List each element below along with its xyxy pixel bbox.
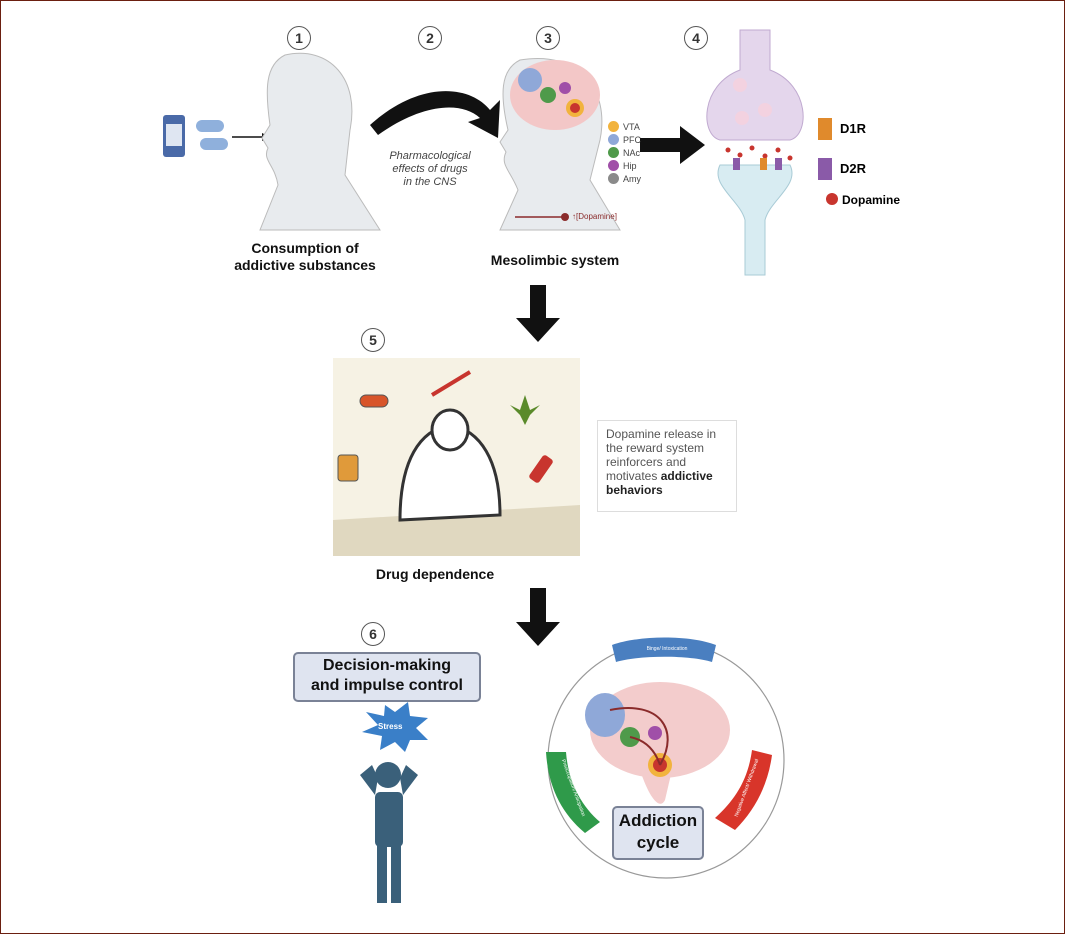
step-6-badge: 6 xyxy=(361,622,385,646)
stress-burst-icon xyxy=(362,702,428,752)
caption-line: Consumption of xyxy=(251,240,359,256)
stage-binge[interactable] xyxy=(612,637,716,663)
legend-label: VTA xyxy=(623,121,640,132)
amy-dot-icon xyxy=(608,173,619,184)
consumption-caption: Consumption of addictive substances xyxy=(220,240,390,274)
arrow-down-2 xyxy=(516,588,560,646)
step-4-badge: 4 xyxy=(684,26,708,50)
pharmacological-label: Pharmacological effects of drugs in the … xyxy=(375,150,485,189)
step-5-badge: 5 xyxy=(361,328,385,352)
legend-vta: VTA xyxy=(608,120,640,133)
nac-dot-icon xyxy=(608,147,619,158)
label-line: in the CNS xyxy=(403,176,457,188)
legend-amy: Amy xyxy=(608,172,641,185)
stage-binge-label: Binge/ Intoxication xyxy=(646,646,688,652)
pill-bottle-icon xyxy=(163,115,185,157)
legend-label: NAc xyxy=(623,147,641,158)
legend-hip: Hip xyxy=(608,159,637,172)
legend-label: Hip xyxy=(623,160,637,171)
arrow-down-1 xyxy=(516,285,560,342)
curved-arrow xyxy=(370,91,500,138)
d1r-label: D1R xyxy=(840,121,867,136)
dopamine-note: Dopamine release in the reward system re… xyxy=(597,420,737,512)
head-profile-1 xyxy=(259,52,381,231)
capsules-icon xyxy=(196,120,228,150)
box-line: Decision-making xyxy=(322,657,452,674)
legend-label: PFC xyxy=(623,134,641,145)
d2r-icon xyxy=(818,158,832,180)
addiction-cycle-box: Addiction cycle xyxy=(612,806,704,860)
d2r-label: D2R xyxy=(840,161,867,176)
hip-dot-icon xyxy=(608,160,619,171)
legend-nac: NAc xyxy=(608,146,640,159)
step-2-badge: 2 xyxy=(418,26,442,50)
pfc-dot-icon xyxy=(608,134,619,145)
dopamine-label: Dopamine xyxy=(842,193,901,207)
arrow-right xyxy=(640,126,705,164)
vta-dot-icon xyxy=(608,121,619,132)
note-text: Dopamine release in the reward system re… xyxy=(606,427,717,483)
box-line: and impulse control xyxy=(310,677,463,694)
caption-line: addictive substances xyxy=(234,257,376,273)
note-bold: addictive behaviors xyxy=(606,469,713,497)
dopamine-icon xyxy=(826,193,838,205)
label-line: Pharmacological xyxy=(389,150,471,162)
stress-label: Stress xyxy=(378,722,403,731)
dopamine-tag: ↑[Dopamine] xyxy=(572,212,617,221)
box-line: Addiction xyxy=(618,811,698,830)
synapse-icon xyxy=(706,29,804,141)
stage-withdrawal[interactable] xyxy=(715,750,772,830)
mesolimbic-caption: Mesolimbic system xyxy=(490,252,620,268)
decision-making-box: Decision-making and impulse control xyxy=(293,652,481,702)
label-line: effects of drugs xyxy=(392,163,468,175)
step-3-badge: 3 xyxy=(536,26,560,50)
legend-label: Amy xyxy=(623,173,641,184)
legend-pfc: PFC xyxy=(608,133,641,146)
stage-preoccupation[interactable] xyxy=(546,752,600,833)
box-line: cycle xyxy=(636,833,680,852)
drug-dependence-caption: Drug dependence xyxy=(375,566,495,582)
stressed-person-icon xyxy=(360,762,418,903)
d1r-icon xyxy=(818,118,832,140)
step-1-badge: 1 xyxy=(287,26,311,50)
